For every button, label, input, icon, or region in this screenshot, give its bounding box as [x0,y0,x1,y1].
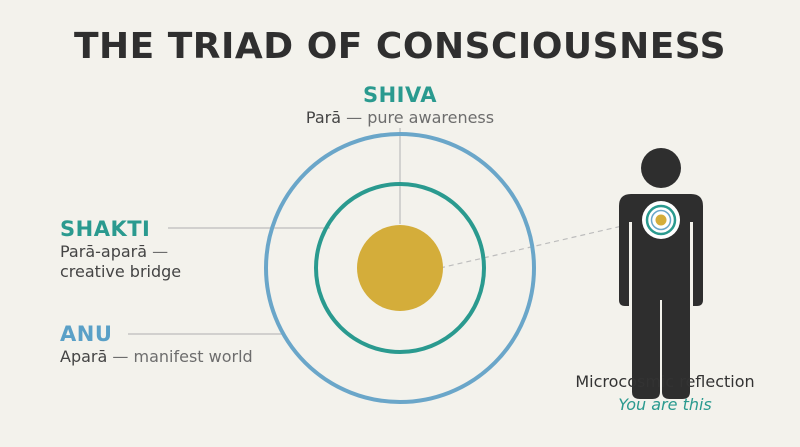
shiva-separator: — [346,108,363,128]
shiva-core-circle [357,225,443,311]
shakti-description: Parā-aparā — [60,242,181,262]
shiva-name: SHIVA [362,83,438,107]
shakti-meaning: creative bridge [60,262,182,282]
anu-meaning: manifest world [133,347,253,367]
shakti-name: SHAKTI [60,217,151,241]
microcosm-caption: Microcosmic reflection [575,372,755,391]
anu-term: Aparā [60,347,108,367]
shiva-label: SHIVA Parā — pure awareness [300,82,500,128]
shakti-middle-ring [314,182,486,354]
page-title: THE TRIAD OF CONSCIOUSNESS [73,26,727,67]
anu-name: ANU [60,322,113,346]
shakti-label: SHAKTI Parā-aparā — creative bridge [60,216,181,282]
shiva-term: Parā [305,108,342,128]
shakti-separator: — [152,242,169,262]
heart-target-icon [642,201,680,239]
microcosm-tagline: You are this [618,395,712,414]
shakti-term: Parā-aparā [60,242,148,262]
anu-label: ANU Aparā — manifest world [60,321,253,367]
anu-description: Aparā — manifest world [60,347,253,367]
microcosm-label: Microcosmic reflection You are this [545,372,785,415]
human-figure-icon [619,148,703,399]
shiva-description: Parā — pure awareness [300,108,500,128]
anu-outer-ring [264,132,536,404]
anu-separator: — [112,347,129,367]
shiva-meaning: pure awareness [367,108,495,128]
